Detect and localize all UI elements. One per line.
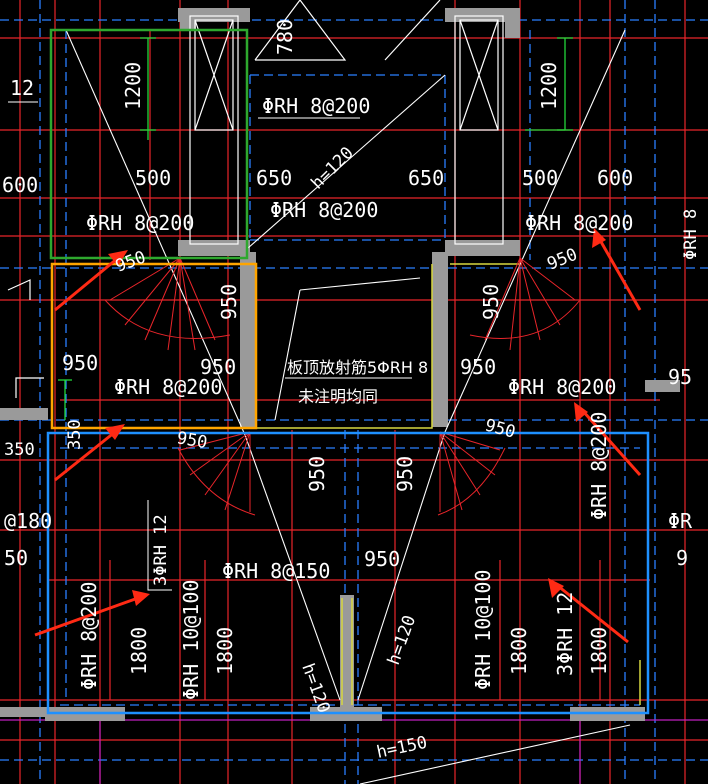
drawing-labels: 12 600 1200 1200 780 ΦRH 8@200 h=120 500… <box>2 19 701 763</box>
label-12: 12 <box>10 76 34 100</box>
h150-bottom: h=150 <box>375 733 429 763</box>
bar-3phi12-left: 3ΦRH 12 <box>151 514 171 586</box>
green-dimension-lines <box>58 37 573 420</box>
dim-950-b: 950 <box>544 245 580 275</box>
right-edge-top-label: ΦRH 8 <box>681 209 701 260</box>
right-edge-r: ΦR <box>668 509 693 533</box>
dim-500-left: 500 <box>135 166 171 190</box>
rebar-phi10-right: ΦRH 10@100 <box>471 570 495 690</box>
left-edge-50: 50 <box>4 546 28 570</box>
arrow-icon <box>592 228 642 311</box>
dim-500-right: 500 <box>522 166 558 190</box>
dim-950-g: 950 <box>460 355 496 379</box>
highlight-blue-box <box>46 431 650 715</box>
dim-650-right: 650 <box>408 166 444 190</box>
arrow-icon <box>548 578 629 644</box>
dim-950-k: 950 <box>393 456 417 492</box>
arrow-icon <box>54 250 128 312</box>
dim-950-f: 950 <box>200 355 236 379</box>
dim-1800-c: 1800 <box>507 627 531 675</box>
h120-top: h=120 <box>307 143 357 193</box>
dim-950-j: 950 <box>305 456 329 492</box>
dim-350-b: 350 <box>65 419 85 450</box>
note-line-1: 板顶放射筋5ΦRH 8 <box>287 358 428 377</box>
rebar-left-mid: ΦRH 8@200 <box>114 375 222 399</box>
rebar-right-vertical: ΦRH 8@200 <box>587 412 611 520</box>
dim-600-right: 600 <box>597 166 633 190</box>
label-600-left: 600 <box>2 173 38 197</box>
arrow-icon <box>34 590 150 637</box>
rebar-mid-center: ΦRH 8@200 <box>270 198 378 222</box>
bar-3phi12-right: 3ΦRH 12 <box>553 592 577 676</box>
dim-1200-left: 1200 <box>121 62 145 110</box>
rebar-bottom-center: ΦRH 8@150 <box>222 559 330 583</box>
radial-rebar-fans <box>104 257 581 516</box>
dim-950-bottom: 950 <box>364 547 400 571</box>
left-edge-180: @180 <box>4 509 52 533</box>
h120-right: h=120 <box>384 613 420 668</box>
dim-780: 780 <box>273 19 297 55</box>
dim-950-a: 950 <box>113 247 149 276</box>
dim-350: 350 <box>4 440 35 460</box>
h120-left: h=120 <box>297 661 333 716</box>
rebar-left-vertical: ΦRH 8@200 <box>77 582 101 690</box>
rebar-right-upper: ΦRH 8@200 <box>525 211 633 235</box>
door-window-frames <box>7 0 504 398</box>
dim-1200-right: 1200 <box>537 62 561 110</box>
rebar-top-center: ΦRH 8@200 <box>262 94 370 118</box>
right-edge-9: 9 <box>676 546 688 570</box>
arrow-icon <box>574 402 642 476</box>
magenta-lines <box>0 719 708 784</box>
note-line-2: 未注明均同 <box>298 387 378 406</box>
dim-1800-a: 1800 <box>127 627 151 675</box>
highlight-orange-box <box>50 262 258 430</box>
highlight-green-box <box>49 28 249 260</box>
rebar-right-mid: ΦRH 8@200 <box>508 375 616 399</box>
rebar-left-upper: ΦRH 8@200 <box>86 211 194 235</box>
rebar-phi10-left: ΦRH 10@100 <box>179 580 203 700</box>
dim-650-left: 650 <box>256 166 292 190</box>
right-edge-95: 95 <box>668 365 692 389</box>
dim-1800-b: 1800 <box>213 627 237 675</box>
slab-diagonals <box>65 29 631 784</box>
red-arrows <box>34 228 642 644</box>
dim-1800-d: 1800 <box>587 627 611 675</box>
dim-950-c: 950 <box>217 284 241 320</box>
dim-950-e: 950 <box>62 351 98 375</box>
dim-950-d: 950 <box>479 284 503 320</box>
arrow-icon <box>54 424 125 482</box>
